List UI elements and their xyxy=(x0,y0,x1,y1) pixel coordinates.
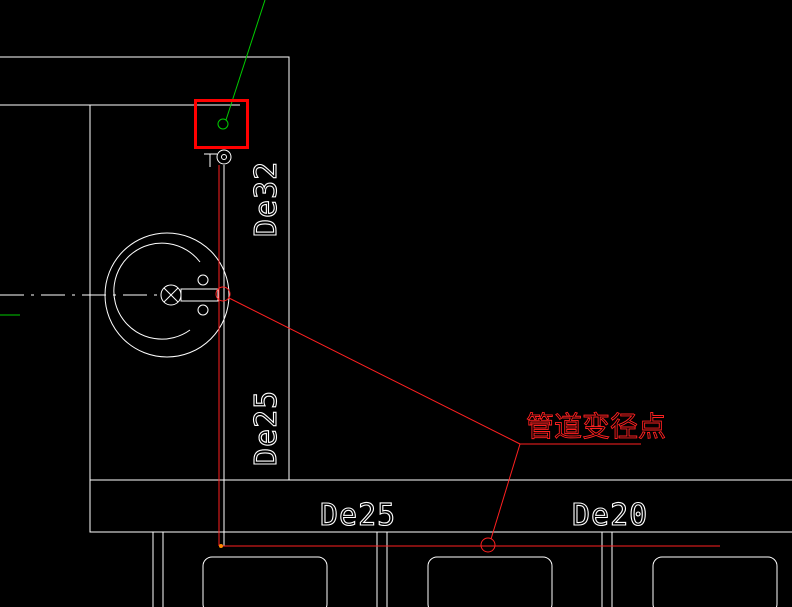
pipe-runs xyxy=(218,165,720,548)
green-leaders xyxy=(0,0,266,316)
drain-cross xyxy=(163,287,179,303)
riser-size-upper-label: De32 xyxy=(249,161,284,237)
callout-leader xyxy=(490,443,521,540)
wall-outlines xyxy=(0,56,792,533)
lower-fixtures xyxy=(152,532,778,607)
outer-wall-top xyxy=(0,56,792,481)
reducer-point-lower xyxy=(480,537,496,553)
valve-core xyxy=(221,154,227,160)
drain-hole xyxy=(197,304,209,316)
reducer-note-label: 管道变径点 xyxy=(526,410,666,443)
main-size-right-label: De20 xyxy=(572,498,648,533)
drain-connector xyxy=(180,288,219,302)
fixture-box xyxy=(652,556,778,607)
leader-target xyxy=(217,118,229,130)
valve-body xyxy=(216,149,232,165)
drain-inner-arc xyxy=(113,242,201,340)
reducer-point-upper xyxy=(215,286,231,302)
selection-highlight-box[interactable] xyxy=(194,99,249,149)
valve-symbol xyxy=(204,149,232,167)
reducer-callout xyxy=(215,286,641,553)
riser-size-lower-label: De25 xyxy=(249,390,284,466)
pipe-corner-dot xyxy=(219,544,223,548)
main-size-left-label: De25 xyxy=(320,498,396,533)
fixture-box xyxy=(202,556,328,607)
drain-hole xyxy=(197,274,209,286)
fixture-box xyxy=(427,556,553,607)
inner-wall-top xyxy=(0,104,792,533)
callout-leader xyxy=(228,297,521,445)
